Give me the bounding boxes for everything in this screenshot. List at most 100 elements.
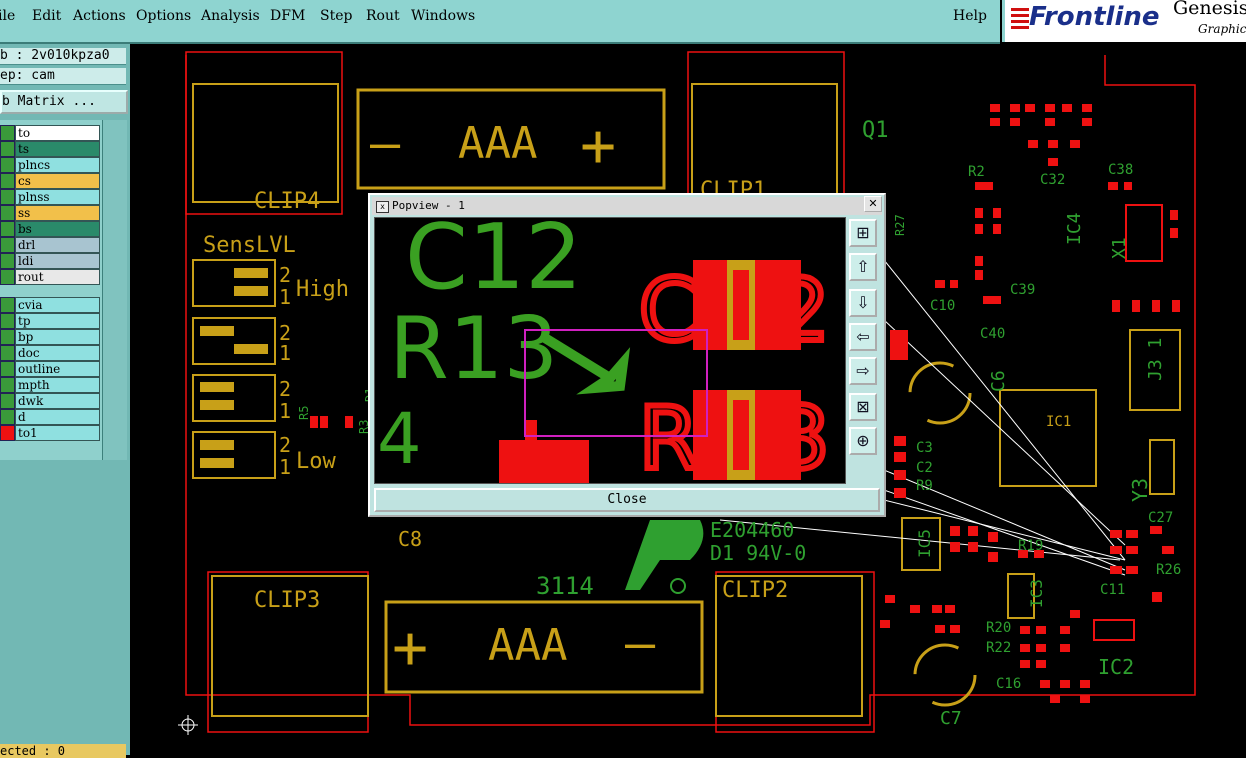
layer-name[interactable]: tp <box>15 313 100 329</box>
window-menu-icon[interactable]: x <box>376 201 389 213</box>
layer-color-swatch[interactable] <box>0 377 15 393</box>
layer-color-swatch[interactable] <box>0 125 15 141</box>
layer-row-drl[interactable]: drl <box>0 236 100 253</box>
layer-name[interactable]: cs <box>15 173 100 189</box>
popview-titlebar[interactable]: x Popview - 1 <box>372 197 882 215</box>
connect-line <box>883 499 1126 561</box>
clip3-silk <box>211 575 369 717</box>
layer-row-cvia[interactable]: cvia <box>0 296 100 313</box>
pan-up-icon[interactable]: ⇧ <box>849 253 877 281</box>
zoom-in-icon[interactable]: ⊕ <box>849 427 877 455</box>
close-icon[interactable]: ✕ <box>864 196 882 212</box>
menu-actions[interactable]: Actions <box>73 8 126 24</box>
pan-left-icon[interactable]: ⇦ <box>849 323 877 351</box>
layer-color-swatch[interactable] <box>0 157 15 173</box>
battery-top-outline <box>356 88 666 190</box>
layer-row-to1[interactable]: to1 <box>0 424 100 441</box>
label-ic1: IC1 <box>1046 414 1071 430</box>
layer-scrollbar[interactable] <box>102 120 127 460</box>
close-button[interactable]: Close <box>374 488 880 512</box>
menu-help[interactable]: Help <box>953 8 987 24</box>
label-clip2: CLIP2 <box>722 578 788 603</box>
popview-viewport[interactable]: C12 R13 4 C 2 R 3 <box>374 217 846 484</box>
menu-edit[interactable]: Edit <box>32 8 62 24</box>
menu-analysis[interactable]: Analysis <box>201 8 260 24</box>
layer-row-bs[interactable]: bs <box>0 220 100 237</box>
menu-step[interactable]: Step <box>320 8 353 24</box>
layer-row-rout[interactable]: rout <box>0 268 100 285</box>
layer-color-swatch[interactable] <box>0 205 15 221</box>
layer-name[interactable]: doc <box>15 345 100 361</box>
layer-row-bp[interactable]: bp <box>0 328 100 345</box>
layer-row-plncs[interactable]: plncs <box>0 156 100 173</box>
dip-slider <box>200 326 234 336</box>
layer-color-swatch[interactable] <box>0 313 15 329</box>
job-matrix-button[interactable]: b Matrix ... <box>0 90 128 114</box>
label-c2: C2 <box>916 460 933 476</box>
layer-row-tp[interactable]: tp <box>0 312 100 329</box>
layer-name[interactable]: rout <box>15 269 100 285</box>
layer-row-ts[interactable]: ts <box>0 140 100 157</box>
layer-name[interactable]: cvia <box>15 297 100 313</box>
layer-color-swatch[interactable] <box>0 173 15 189</box>
layer-color-swatch[interactable] <box>0 221 15 237</box>
layer-row-doc[interactable]: doc <box>0 344 100 361</box>
layer-row-plnss[interactable]: plnss <box>0 188 100 205</box>
layer-row-ss[interactable]: ss <box>0 204 100 221</box>
layer-color-swatch[interactable] <box>0 253 15 269</box>
layer-name[interactable]: bp <box>15 329 100 345</box>
layer-color-swatch[interactable] <box>0 269 15 285</box>
menu-file[interactable]: ile <box>0 8 16 24</box>
layer-name[interactable]: ss <box>15 205 100 221</box>
pan-right-icon[interactable]: ⇨ <box>849 357 877 385</box>
label-rating: D1 94V-0 <box>710 541 806 565</box>
menu-dfm[interactable]: DFM <box>270 8 306 24</box>
layer-row-cs[interactable]: cs <box>0 172 100 189</box>
layer-row-d[interactable]: d <box>0 408 100 425</box>
layer-name[interactable]: to <box>15 125 100 141</box>
layer-row-ldi[interactable]: ldi <box>0 252 100 269</box>
pan-down-icon[interactable]: ⇩ <box>849 289 877 317</box>
layer-color-swatch[interactable] <box>0 393 15 409</box>
layer-row-mpth[interactable]: mpth <box>0 376 100 393</box>
layer-color-swatch[interactable] <box>0 297 15 313</box>
ic1-outline <box>999 389 1097 487</box>
layer-name[interactable]: ts <box>15 141 100 157</box>
registered-mark <box>670 578 686 594</box>
layer-name[interactable]: plncs <box>15 157 100 173</box>
layer-name[interactable]: mpth <box>15 377 100 393</box>
menu-options[interactable]: Options <box>136 8 192 24</box>
layer-row-outline[interactable]: outline <box>0 360 100 377</box>
layer-color-swatch[interactable] <box>0 237 15 253</box>
layer-name[interactable]: bs <box>15 221 100 237</box>
menu-windows[interactable]: Windows <box>411 8 476 24</box>
layer-name[interactable]: drl <box>15 237 100 253</box>
layer-color-swatch[interactable] <box>0 329 15 345</box>
menu-rout[interactable]: Rout <box>366 8 400 24</box>
layer-color-swatch[interactable] <box>0 425 15 441</box>
layer-name[interactable]: d <box>15 409 100 425</box>
zoom-out-icon[interactable]: ⊠ <box>849 393 877 421</box>
layer-name[interactable]: outline <box>15 361 100 377</box>
tool-glyph: ⇧ <box>856 257 870 276</box>
layer-color-swatch[interactable] <box>0 141 15 157</box>
layer-row-to[interactable]: to <box>0 124 100 141</box>
layer-color-swatch[interactable] <box>0 409 15 425</box>
layer-name[interactable]: ldi <box>15 253 100 269</box>
zoom-fit-icon[interactable]: ⊞ <box>849 219 877 247</box>
layer-name[interactable]: dwk <box>15 393 100 409</box>
layer-name[interactable]: plnss <box>15 189 100 205</box>
layer-color-swatch[interactable] <box>0 345 15 361</box>
layer-name[interactable]: to1 <box>15 425 100 441</box>
layer-row-dwk[interactable]: dwk <box>0 392 100 409</box>
label-plus-top: + <box>580 111 616 181</box>
label-1: 1 <box>279 399 291 423</box>
graphic-canvas[interactable]: AAA — + AAA + — CLIP4 CLIP1 CLIP3 CLIP2 … <box>130 44 1246 755</box>
layer-color-swatch[interactable] <box>0 189 15 205</box>
dip-slider <box>234 286 268 296</box>
dip-slider <box>200 400 234 410</box>
origin-marker <box>178 715 198 735</box>
layer-color-swatch[interactable] <box>0 361 15 377</box>
label-j3: J3 1 <box>1145 338 1166 381</box>
